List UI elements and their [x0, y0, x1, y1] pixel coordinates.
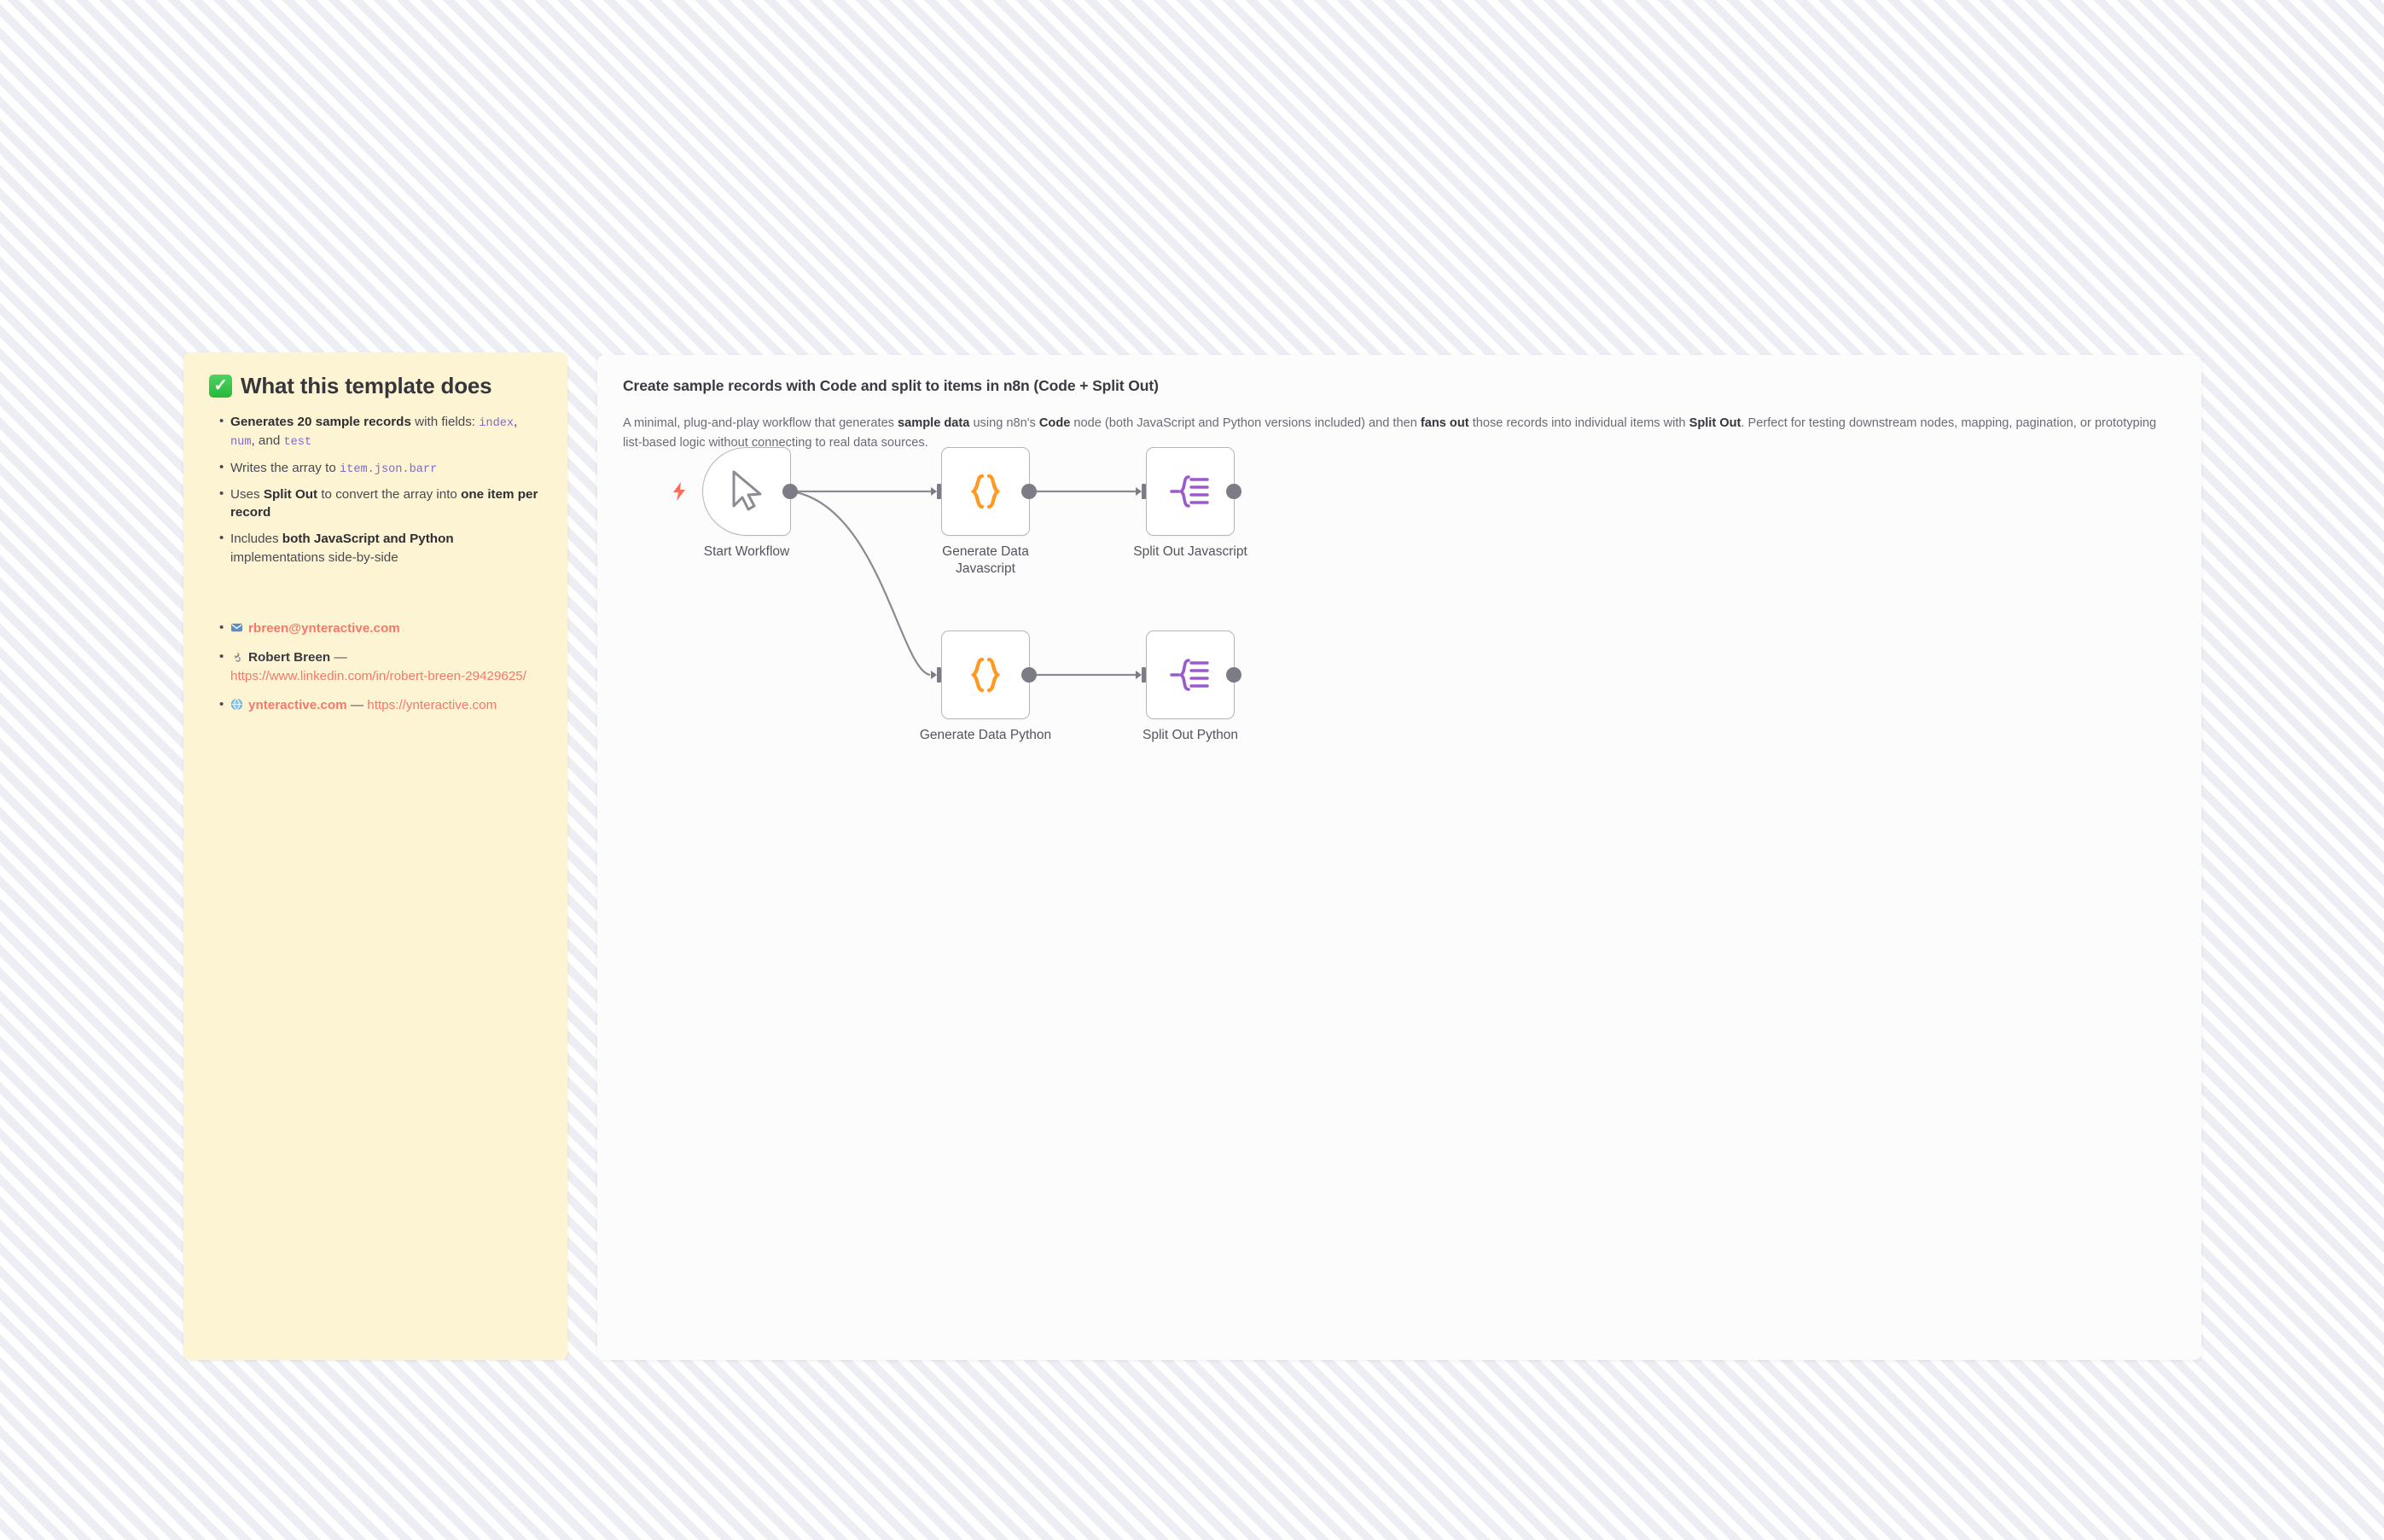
sticky-note[interactable]: ✓ What this template does Generates 20 s…: [183, 352, 567, 1360]
node-generate-data-javascript[interactable]: Generate Data Javascript: [931, 447, 1037, 576]
text-span: . Perfect for testing downstream nodes, …: [623, 416, 2157, 450]
text-span: with fields:: [410, 415, 480, 429]
node-generate-data-python[interactable]: Generate Data Python: [920, 631, 1051, 742]
text-span: Robert Breen: [248, 650, 331, 665]
text-span: one item per record: [230, 486, 538, 520]
text-span: Writes the array to: [230, 460, 340, 475]
code-span: index: [479, 417, 515, 430]
text-span: to convert the array into: [317, 486, 462, 502]
node-start-workflow-label: Start Workflow: [703, 544, 790, 559]
link-chain-icon: [230, 650, 243, 663]
output-connector-dot[interactable]: [1226, 667, 1241, 683]
output-connector-dot[interactable]: [1021, 667, 1037, 683]
workflow-description: A minimal, plug-and-play workflow that g…: [623, 414, 2176, 452]
curly-braces-icon: [970, 657, 1001, 693]
text-span: Uses: [230, 486, 264, 502]
contact-list: rbreen@ynteractive.comRobert Breen — htt…: [206, 619, 545, 715]
text-span: using n8n's: [969, 416, 1039, 430]
output-connector-dot[interactable]: [1226, 484, 1241, 499]
text-span: node (both JavaScript and Python version…: [1070, 416, 1421, 430]
code-span: num: [230, 436, 252, 450]
curly-braces-icon: [970, 474, 1001, 509]
text-span: , and: [251, 433, 284, 449]
code-span: item.json.barr: [340, 462, 438, 476]
input-connector-arrow[interactable]: [1136, 484, 1148, 499]
template-feature-list: Generates 20 sample records with fields:…: [206, 412, 545, 567]
white-heavy-check-mark-emoji: ✓: [209, 375, 232, 398]
text-span: Split Out: [263, 486, 318, 502]
text-span[interactable]: rbreen@ynteractive.com: [248, 621, 400, 636]
text-span: both JavaScript and Python: [282, 532, 454, 547]
bullet-generates: Generates 20 sample records with fields:…: [219, 412, 545, 451]
text-span: fans out: [1420, 416, 1469, 430]
text-span: Split Out: [1689, 416, 1741, 430]
contact-email: rbreen@ynteractive.com: [219, 619, 545, 638]
text-span[interactable]: https://www.linkedin.com/in/robert-breen…: [230, 669, 526, 684]
output-connector-dot[interactable]: [782, 484, 798, 499]
node-split-out-python[interactable]: Split Out Python: [1136, 631, 1241, 742]
node-generate-data-javascript-label: Generate Data Javascript: [942, 544, 1029, 577]
bullet-splitout: Uses Split Out to convert the array into…: [219, 485, 545, 522]
split-out-icon: [1170, 475, 1209, 508]
text-span: A minimal, plug-and-play workflow that g…: [623, 416, 898, 430]
input-connector-arrow[interactable]: [931, 667, 943, 683]
node-split-out-python-label: Split Out Python: [1142, 728, 1238, 742]
sticky-note-title-text: What this template does: [241, 373, 492, 398]
email-icon: [230, 621, 243, 634]
workflow-title: Create sample records with Code and spli…: [623, 377, 1159, 394]
text-span: —: [346, 698, 368, 713]
sticky-note-title: ✓ What this template does: [209, 373, 545, 399]
text-span[interactable]: ynteractive.com: [248, 698, 347, 713]
input-connector-arrow[interactable]: [1136, 667, 1148, 683]
contact-linkedin: Robert Breen — https://www.linkedin.com/…: [219, 648, 545, 686]
input-connector-arrow[interactable]: [931, 484, 943, 499]
split-out-icon: [1170, 659, 1209, 691]
node-split-out-javascript-label: Split Out Javascript: [1133, 544, 1247, 559]
lightning-bolt-icon: [673, 482, 685, 501]
node-generate-data-python-label: Generate Data Python: [919, 728, 1052, 742]
contact-website: ynteractive.com — https://ynteractive.co…: [219, 695, 545, 715]
workflow-canvas[interactable]: Start Workflow Generate Data Javascript: [597, 355, 2201, 1360]
text-span: those records into individual items with: [1468, 416, 1689, 430]
text-span: ,: [514, 415, 518, 429]
bullet-includes: Includes both JavaScript and Python impl…: [219, 529, 545, 567]
text-span: implementations side-by-side: [230, 549, 398, 565]
node-split-out-javascript[interactable]: Split Out Javascript: [1133, 447, 1247, 559]
bullet-writes: Writes the array to item.json.barr: [219, 458, 545, 478]
text-span: Generates 20 sample records: [230, 415, 411, 429]
text-span: —: [330, 650, 347, 665]
workflow-panel[interactable]: Create sample records with Code and spli…: [597, 355, 2201, 1360]
node-start-workflow[interactable]: Start Workflow: [673, 447, 798, 559]
code-span: test: [283, 436, 312, 450]
connection-edges: [790, 490, 1138, 677]
globe-icon: [230, 698, 243, 711]
text-span: sample data: [898, 416, 970, 430]
text-span: Includes: [230, 532, 282, 547]
text-span: Code: [1038, 416, 1071, 430]
text-span[interactable]: https://ynteractive.com: [367, 698, 497, 713]
mouse-cursor-icon: [732, 470, 762, 511]
output-connector-dot[interactable]: [1021, 484, 1037, 499]
